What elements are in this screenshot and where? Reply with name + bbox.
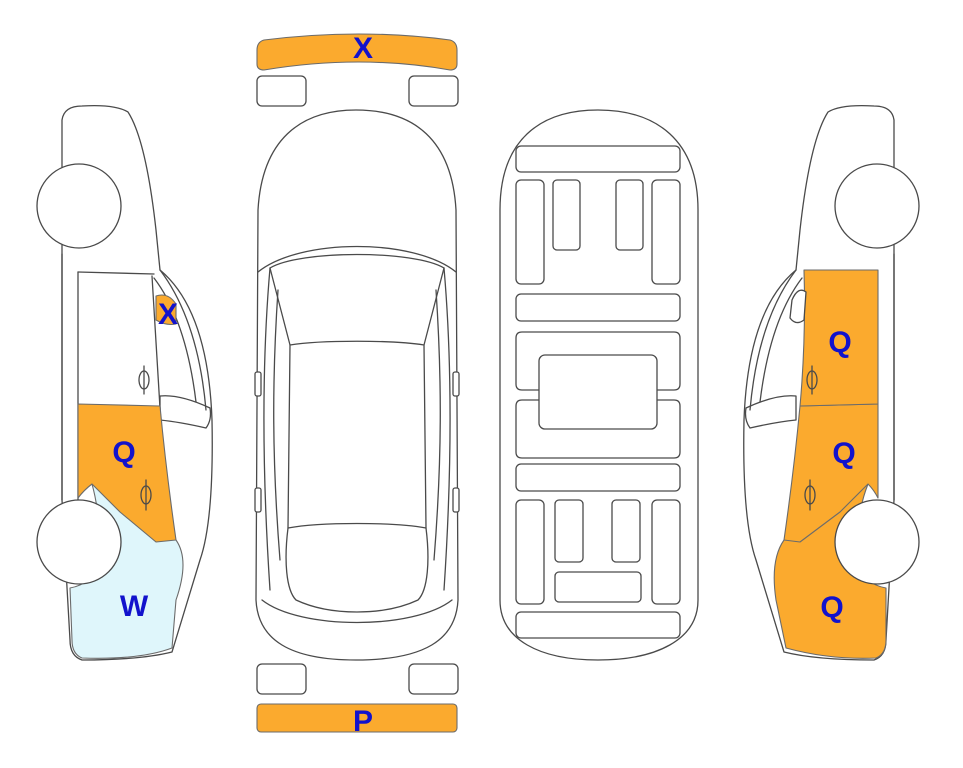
underbody-rear-left-panel xyxy=(554,499,584,563)
left-side-body-outline xyxy=(61,104,213,661)
front-bumper-view: X xyxy=(256,32,459,107)
top-view-windshield-inner xyxy=(269,253,445,269)
top-view-rear-window xyxy=(285,527,429,613)
top-view-left-mirror xyxy=(254,371,262,397)
underbody-spare-tire-well xyxy=(554,571,642,603)
left-rear-quarter-damage-label: W xyxy=(120,590,149,623)
right-rear-door-handle xyxy=(804,479,816,511)
top-view-right-mirror xyxy=(452,371,460,397)
car-underbody-view xyxy=(499,109,699,661)
top-view-right-side-line xyxy=(443,267,451,591)
rear-bumper-panel[interactable] xyxy=(256,703,458,733)
underbody-mid-rear-crossmember xyxy=(515,463,681,492)
underbody-center-frame xyxy=(515,331,681,459)
top-view-windshield-front xyxy=(257,245,457,273)
car-right-side-view: Q Q Q xyxy=(743,104,920,661)
front-left-light xyxy=(256,75,307,107)
right-side-windshield xyxy=(749,269,797,411)
left-rear-door-panel[interactable] xyxy=(77,403,177,543)
front-bumper-panel[interactable] xyxy=(256,33,458,71)
underbody-outline xyxy=(499,109,699,661)
right-side-vent-window xyxy=(789,289,807,324)
left-side-marker-panel[interactable] xyxy=(155,294,177,326)
underbody-front-crossmember xyxy=(515,145,681,173)
top-view-body-outline xyxy=(255,109,459,661)
left-front-door-handle xyxy=(138,365,150,395)
rear-bumper-damage-label: P xyxy=(353,705,373,738)
left-side-mirror xyxy=(159,395,212,429)
top-view-left-side-line xyxy=(263,267,271,591)
car-top-view xyxy=(254,109,460,661)
right-rear-wheel xyxy=(834,499,920,585)
top-view-a-pillar-right xyxy=(423,267,445,346)
right-rear-door-panel[interactable] xyxy=(783,403,879,543)
top-view-left-handle xyxy=(254,487,262,513)
underbody-center-tunnel xyxy=(538,354,658,430)
underbody-front-left-panel xyxy=(552,179,581,251)
top-view-right-inner-line xyxy=(433,289,441,561)
underbody-mid-front-crossmember xyxy=(515,293,681,322)
left-front-wheel xyxy=(36,163,122,249)
top-view-roof xyxy=(287,340,427,529)
left-rear-door-damage-label: Q xyxy=(112,436,135,469)
right-side-mirror xyxy=(744,395,797,429)
underbody-rear-right-rail xyxy=(651,499,681,605)
rear-bumper-view: P xyxy=(256,663,459,738)
top-view-a-pillar-left xyxy=(269,267,291,346)
underbody-rear-right-panel xyxy=(611,499,641,563)
right-side-body-outline xyxy=(743,104,895,661)
left-side-windshield xyxy=(159,269,207,411)
right-front-door-damage-label: Q xyxy=(828,326,851,359)
left-side-marker-damage-label: X xyxy=(158,298,178,331)
car-left-side-view: X Q W xyxy=(36,104,213,661)
underbody-front-right-rail xyxy=(651,179,681,285)
rear-left-light xyxy=(256,663,307,695)
right-rear-door-damage-label: Q xyxy=(832,437,855,470)
left-rear-door-handle xyxy=(140,479,152,511)
underbody-rear-left-rail xyxy=(515,499,545,605)
right-front-door-handle xyxy=(806,365,818,395)
left-side-windshield-inner xyxy=(153,277,197,403)
rear-right-light xyxy=(408,663,459,695)
right-front-wheel xyxy=(834,163,920,249)
underbody-rear-crossmember xyxy=(515,611,681,639)
right-rear-quarter-damage-label: Q xyxy=(820,591,843,624)
right-side-windshield-inner xyxy=(759,277,803,403)
underbody-front-left-rail xyxy=(515,179,545,285)
front-right-light xyxy=(408,75,459,107)
underbody-front-right-panel xyxy=(615,179,644,251)
left-rear-wheel xyxy=(36,499,122,585)
top-view-left-inner-line xyxy=(273,289,281,561)
left-side-roof-line xyxy=(77,271,155,275)
top-view-right-handle xyxy=(452,487,460,513)
front-bumper-damage-label: X xyxy=(353,32,373,65)
top-view-trunk-line xyxy=(261,599,453,624)
